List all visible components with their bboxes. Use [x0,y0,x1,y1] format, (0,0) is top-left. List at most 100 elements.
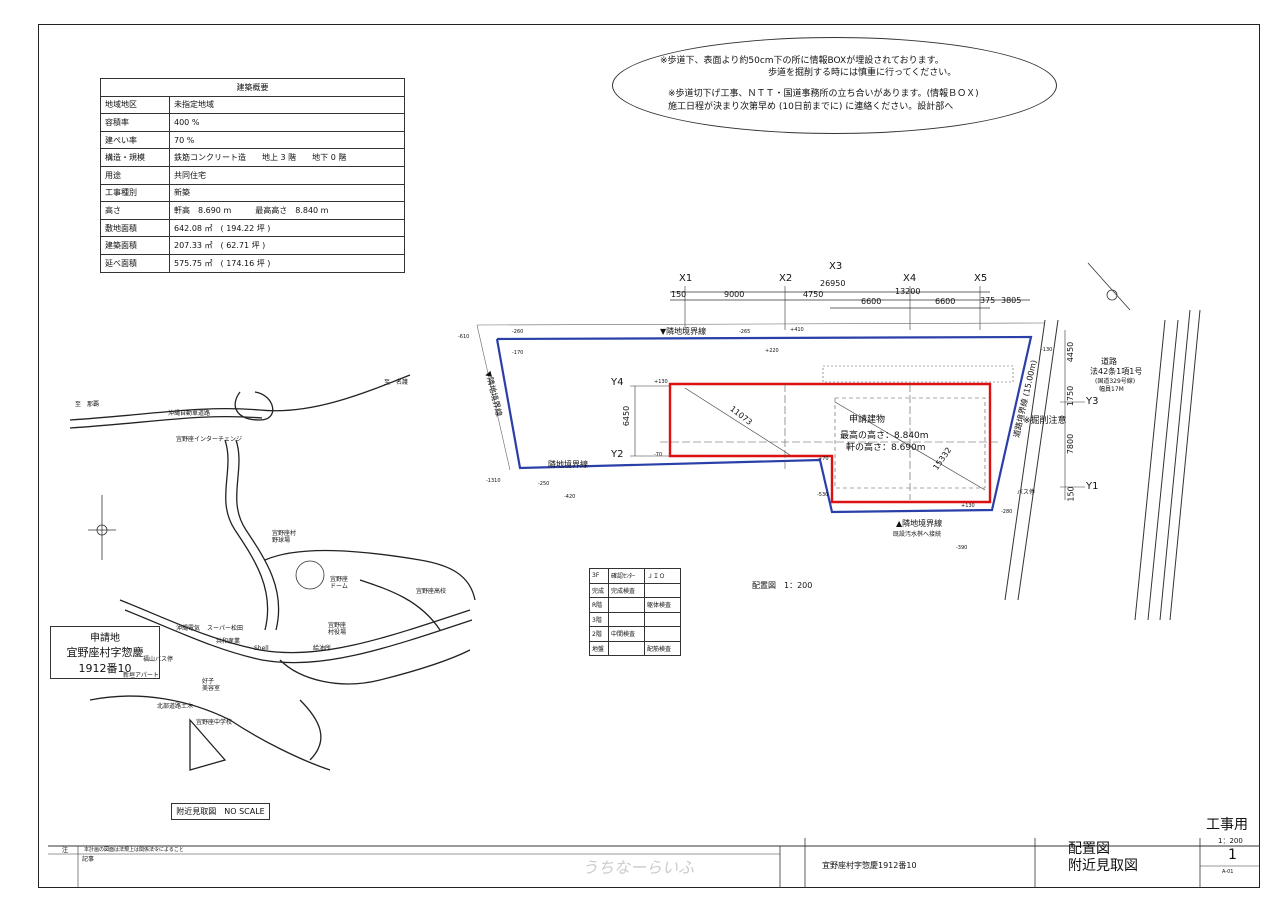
dim-top-1: 150 [671,290,687,299]
level-marker: -610 [458,334,470,340]
notes-oval [612,37,1057,134]
grid-label-x1: X1 [679,273,693,284]
map-label: 宜野座中学校 [196,719,233,726]
level-marker: -265 [739,329,751,335]
level-marker: +130 [654,379,668,385]
table-row: 高さ軒高 8.690 m 最高高さ 8.840 m [100,201,405,220]
dim-y-right-4: 150 [1066,486,1076,502]
map-label: 新垣アパート [123,672,159,679]
table-row: 3階 [589,611,681,627]
level-marker: -260 [512,329,524,335]
grid-label-x5: X5 [974,273,988,284]
title-address: 宜野座村字惣慶1912番10 [822,861,917,870]
map-label: 福山バス停 [143,656,174,663]
record-label: 記事 [82,856,95,863]
sheet-code: A-01 [1222,869,1234,875]
grid-label-y1: Y1 [1086,481,1099,492]
map-label: 宜野座高校 [416,588,447,595]
map-label: Shell [254,645,269,652]
level-marker: +70 [818,456,829,462]
level-marker: +220 [765,348,779,354]
grid-label-x4: X4 [903,273,917,284]
map-label: 共和産業 [216,638,241,645]
level-marker: -250 [538,481,550,487]
map-label: 好子 美容室 [202,678,221,693]
table-row: 地盤配筋検査 [589,640,681,656]
drawing-title-2: 附近見取図 [1068,858,1138,874]
sheet-scale: 1：200 [1218,837,1243,845]
table-row: 完成完成検査 [589,582,681,598]
table-row: 用途共同住宅 [100,165,405,185]
level-marker: -280 [1001,509,1013,515]
dim-top-4: 13200 [895,287,921,296]
excavation-note: ※掘削注意 [1023,416,1067,426]
map-label: 宜野座インターチェンジ [176,436,243,443]
table-row: R階躯体検査 [589,597,681,613]
table-row: 構造・規模鉄筋コンクリート造 地上 3 階 地下 0 階 [100,148,405,167]
level-marker: +130 [961,503,975,509]
usage-label: 工事用 [1206,817,1248,833]
eave-height: 軒の高さ：8.690m [846,443,926,453]
boundary-bottom: ▲隣地境界線 [896,519,943,528]
level-marker: -170 [512,350,524,356]
grid-label-x2: X2 [779,273,793,284]
map-label: 至 名護 [384,379,409,386]
level-marker: -530 [817,492,829,498]
dim-total: 26950 [820,279,846,288]
site-location-box: 申請地 宜野座村字惣慶1912番10 [50,626,160,679]
note-text: 本計画の図面は法規上は関係法令によること [84,847,184,853]
road-width: 幅員17M [1099,386,1124,393]
dim-mid-1: 6600 [861,297,882,306]
map-caption: 附近見取図 NO SCALE [171,803,270,820]
map-label: 宜野座村 野球場 [272,530,297,545]
sheet-number: 1 [1228,847,1237,863]
max-height: 最高の高さ：8.840m [840,431,929,441]
drawing-title-1: 配置図 [1068,841,1110,857]
grid-label-y4: Y4 [611,377,624,388]
dim-top-2: 9000 [724,290,745,299]
plan-scale-label: 配置図 1：200 [752,581,813,590]
road-route: (国道329号線) [1095,378,1136,385]
note-line-4: 施工日程が決まり次第早め (10日前までに) に連絡ください。設計部へ [668,102,954,112]
dim-y-right-1: 4450 [1066,341,1076,363]
note-line-2: 歩道を掘削する時には慎重に行ってください。 [768,68,957,78]
note-line-3: ※歩道切下げ工事、ＮＴＴ・国道事務所の立ち合いがあります。(情報ＢＯＸ) [668,89,979,99]
map-label: スーパー松田 [207,625,243,632]
road-title: 道路 [1101,357,1117,366]
dim-y-right-2: 1750 [1066,385,1076,407]
map-label: 宜野座 ドーム [330,576,349,591]
note-label: 注 [62,847,69,854]
note-line-1: ※歩道下、表面より約50cm下の所に情報BOXが埋設されております。 [660,56,944,66]
dim-top-3: 4750 [803,290,824,299]
table-row: 2階中間検査 [589,626,681,642]
level-marker: -70 [654,452,663,458]
grid-label-x3: X3 [829,261,843,272]
grid-label-y2: Y2 [611,449,624,460]
level-marker: -390 [956,545,968,551]
map-label: 宜野座 村役場 [328,622,347,637]
map-label: 至 那覇 [75,401,100,408]
building-title: 申請建物 [849,415,886,425]
bus-stop-label: バス停 [1017,489,1036,496]
grid-label-y3: Y3 [1086,396,1099,407]
level-marker: -130 [1041,347,1053,353]
drain-note: 既設汚水桝へ接続 [893,531,942,538]
map-label: 北部道路土木 [157,703,194,710]
boundary-top: ▼隣地境界線 [660,327,707,336]
dim-top-5: 375 [980,296,996,305]
site-label: 申請地 [90,633,120,644]
dim-y-right-3: 7800 [1066,433,1076,455]
dim-y-left: 6450 [622,405,632,427]
map-label: 給油所 [313,645,332,652]
level-marker: -1310 [486,478,501,484]
drawing-sheet [38,24,1260,888]
boundary-mid: 隣地境界線 [548,460,588,469]
watermark: うちなーらいふ [582,858,695,877]
map-label: 沖縄電気 [176,625,201,632]
dim-top-6: 3805 [1001,296,1022,305]
